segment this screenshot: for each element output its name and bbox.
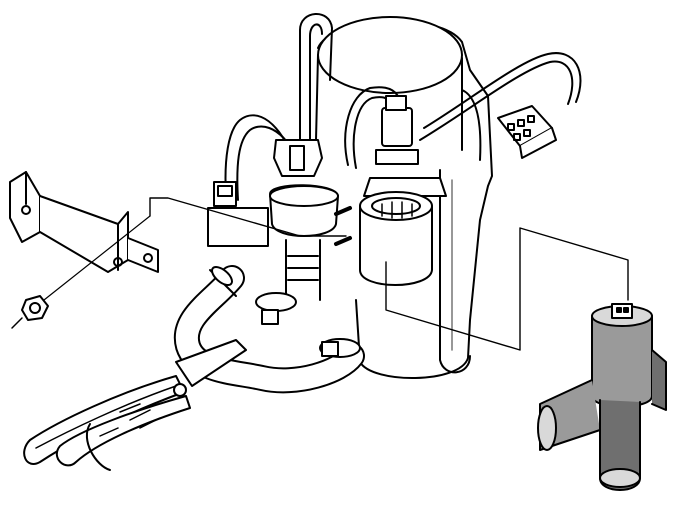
mounting-screws: [334, 206, 352, 246]
fuel-solenoid: [363, 95, 447, 197]
leader-lines: [149, 197, 629, 351]
harness-connector: [497, 105, 557, 159]
circulation-pump: [537, 303, 667, 491]
hose-clamp-lower: [319, 338, 361, 358]
coolant-hose: [173, 265, 365, 394]
hose-clamp-upper: [255, 292, 297, 325]
hose-pinch-pliers: [23, 339, 247, 471]
bracket-nut: [11, 215, 151, 329]
pump-block: [207, 139, 339, 301]
left-plug-connector: [213, 181, 237, 207]
pump-cup: [359, 191, 433, 286]
mounting-bracket: [9, 171, 159, 273]
